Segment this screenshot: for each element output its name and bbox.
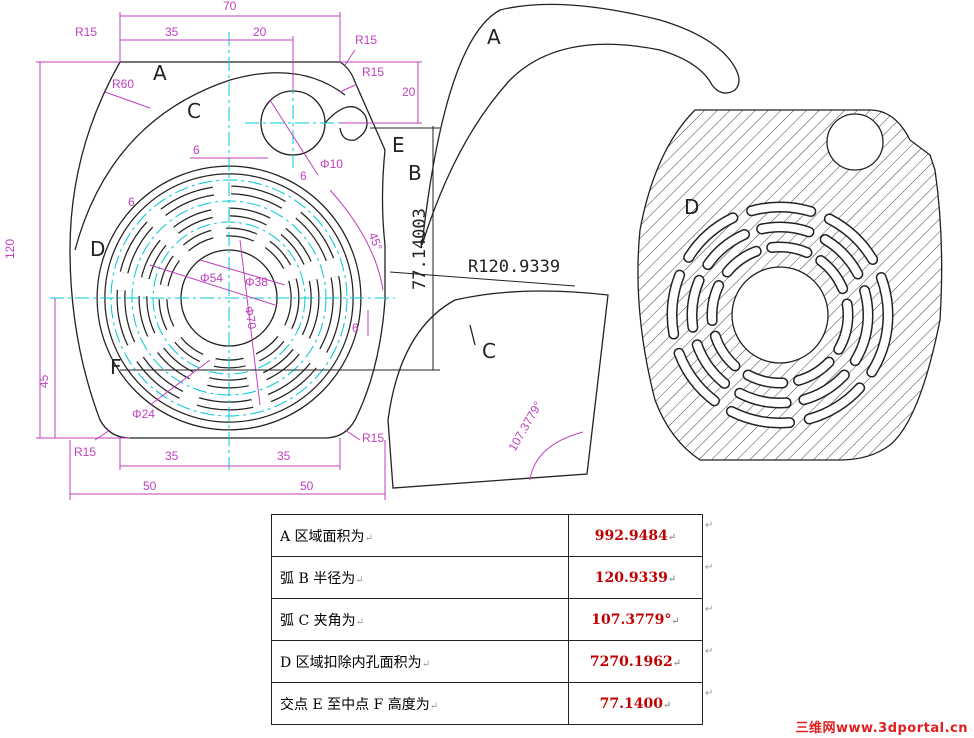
detail-label-D: D [684,195,699,219]
dimension-lines [36,12,422,500]
paragraph-mark: ↵ [705,520,714,531]
dim-120: 120 [3,239,17,259]
dim-phi54: Φ54 [200,271,223,285]
dim-6-top: 6 [193,143,200,157]
label-F: F [110,355,122,379]
dim-6-right: 6 [352,321,359,335]
paragraph-mark: ↵ [705,604,714,615]
dim-50-bottom-right: 50 [300,479,314,493]
detail-label-C: C [482,339,496,363]
detail-D-shape [637,109,943,461]
dim-r15-bottom-left: R15 [74,445,96,459]
dim-phi10: Φ10 [320,157,343,171]
centerlines [50,32,395,470]
table-row: 弧 B 半径为↵ 120.9339↵ [271,556,703,599]
dim-50-bottom-left: 50 [143,479,157,493]
dim-6-mid: 6 [300,169,307,183]
answer-value: 107.3779° [591,611,672,628]
label-B: B [408,161,422,185]
paragraph-mark: ↵ [705,688,714,699]
angle-arc [529,431,584,481]
label-A: A [153,61,167,85]
height-dim-lines [120,126,576,371]
dim-35-bottom-right: 35 [277,449,291,463]
table-row: A 区域面积为↵ 992.9484↵ [271,514,703,557]
dim-r60: R60 [112,77,134,91]
dim-20-right: 20 [402,85,416,99]
dim-phi38: Φ38 [245,275,268,289]
dim-70: 70 [223,0,237,13]
dim-phi24: Φ24 [132,407,155,421]
table-row: 弧 C 夹角为↵ 107.3779°↵ [271,598,703,641]
dim-45: 45 [37,374,51,388]
dim-r15-top-left: R15 [75,25,97,39]
dim-phi70: Φ70 [242,305,260,330]
angle-dim-value: 107.3779° [505,399,545,454]
detail-C-shape [387,290,609,489]
question-text: 弧 B 半径为 [280,570,356,587]
radius-dim-value: R120.9339 [468,257,560,277]
dim-r15-top-right: R15 [355,33,377,47]
answer-value: 7270.1962 [589,653,673,670]
height-dim-value: 77.14003 [410,208,430,290]
watermark-text: 三维网www.3dportal.cn [795,721,968,736]
dim-45-deg: 45° [366,230,385,252]
results-table: A 区域面积为↵ 992.9484↵ 弧 B 半径为↵ 120.9339↵ 弧 … [271,514,703,725]
dim-r15-bottom-right: R15 [362,431,384,445]
dim-r15-hole: R15 [362,65,384,79]
paragraph-mark: ↵ [705,562,714,573]
label-C: C [187,99,201,123]
main-part-outline [69,61,386,439]
label-D: D [90,237,105,261]
table-row: D 区域扣除内孔面积为↵ 7270.1962↵ [271,640,703,683]
dim-35-top: 35 [165,25,179,39]
paragraph-mark: ↵ [705,646,714,657]
detail-A-shape [421,3,740,246]
dim-20-top: 20 [253,25,267,39]
dim-6-left: 6 [128,195,135,209]
question-text: A 区域面积为 [280,528,365,545]
dim-35-bottom-left: 35 [165,449,179,463]
question-text: 弧 C 夹角为 [280,612,356,629]
table-row: 交点 E 至中点 F 高度为↵ 77.1400↵ [271,682,703,725]
label-E: E [392,133,405,157]
question-text: 交点 E 至中点 F 高度为 [280,696,430,713]
answer-value: 77.1400 [599,695,663,712]
detail-label-A: A [487,25,501,49]
answer-value: 992.9484 [594,527,668,544]
answer-value: 120.9339 [594,569,668,586]
question-text: D 区域扣除内孔面积为 [280,654,422,671]
